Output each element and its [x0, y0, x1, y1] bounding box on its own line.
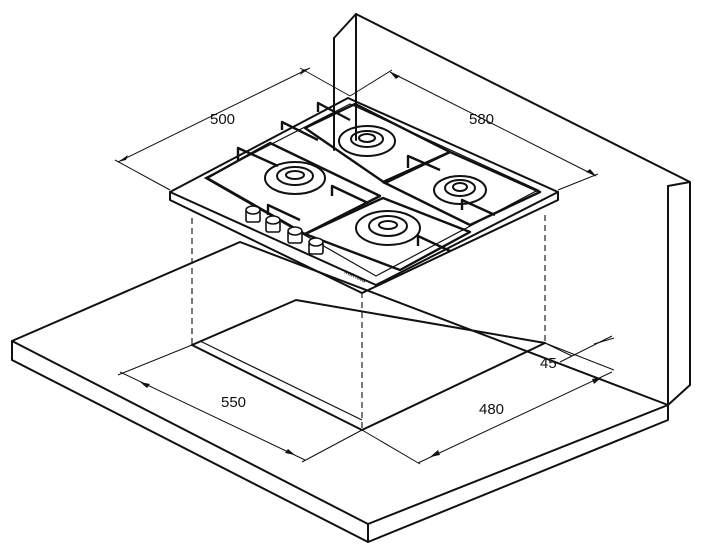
dimension-label-580: 580	[469, 111, 494, 128]
dimension-label-500: 500	[210, 111, 235, 128]
worktop	[11, 241, 669, 543]
burner-back	[338, 125, 396, 157]
projection-lines	[191, 215, 546, 430]
dimension-label-550: 550	[221, 394, 246, 411]
hob-inner-plate	[203, 103, 540, 277]
burner-right	[433, 175, 487, 205]
pan-support-grates	[205, 101, 542, 272]
control-knobs	[245, 205, 324, 255]
dimension-label-45: 45	[540, 355, 557, 372]
knob-4	[308, 237, 324, 255]
knob-1	[245, 205, 261, 223]
burner-front	[355, 210, 421, 246]
dimension-45: 45	[540, 335, 615, 372]
back-wall	[333, 13, 691, 406]
dimension-500: 500	[114, 67, 351, 191]
knob-3	[287, 226, 303, 244]
dimension-580: 580	[349, 69, 599, 191]
knob-2	[265, 215, 281, 233]
burners	[264, 125, 487, 246]
dimension-label-480: 480	[479, 401, 504, 418]
burner-front-left	[264, 161, 326, 195]
dimension-550: 550	[117, 344, 363, 463]
dimension-480: 480	[361, 342, 615, 465]
